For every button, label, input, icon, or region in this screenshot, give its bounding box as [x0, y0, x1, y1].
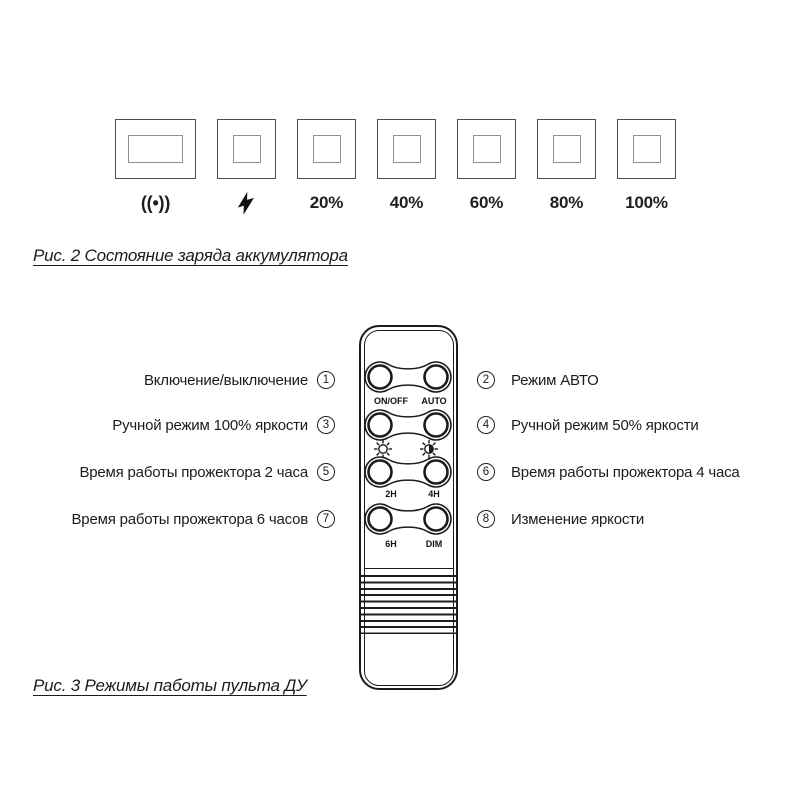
- button-pair-6h-dim: [364, 503, 452, 535]
- display-box-inner: [312, 135, 341, 163]
- callout-label: Ручной режим 50% яркости: [511, 416, 699, 434]
- display-box-inner: [232, 135, 261, 163]
- remote-control: ON/OFF AUTO: [359, 325, 458, 690]
- remote-body-outline: [363, 329, 454, 686]
- sun-50-icon: [420, 440, 438, 458]
- callout-number: 8: [477, 510, 495, 528]
- callout-number: 7: [317, 510, 335, 528]
- battery-cell-signal: ((•)): [115, 119, 196, 215]
- battery-cell-100: 100%: [617, 119, 676, 215]
- battery-cell-60: 60%: [457, 119, 516, 215]
- figure3-caption: Рис. 3 Режимы паботы пульта ДУ: [33, 676, 307, 695]
- display-box: [297, 119, 356, 179]
- callout-row: Время работы прожектора 2 часа 5: [0, 462, 335, 482]
- callout-number: 3: [317, 416, 335, 434]
- percent-label: 100%: [625, 193, 668, 212]
- callout-number: 2: [477, 371, 495, 389]
- figure2-caption: Рис. 2 Состояние заряда аккумулятора: [33, 246, 348, 265]
- button-pair-onoff-auto: [364, 361, 452, 393]
- callout-label: Включение/выключение: [143, 371, 308, 389]
- percent-label: 60%: [469, 193, 504, 212]
- callout-row: Включение/выключение 1: [0, 370, 335, 390]
- panel-divider: [364, 568, 453, 569]
- battery-cell-80: 80%: [537, 119, 596, 215]
- display-box: [457, 119, 516, 179]
- callout-number: 5: [317, 463, 335, 481]
- callout-number: 1: [317, 371, 335, 389]
- callout-row: Время работы прожектора 6 часов 7: [0, 509, 335, 529]
- callout-number: 4: [477, 416, 495, 434]
- percent-label: 40%: [389, 193, 424, 212]
- battery-cell-charging: [217, 119, 276, 215]
- callout-label: Время работы прожектора 4 часа: [511, 463, 740, 481]
- onoff-button-label: ON/OFF: [374, 396, 408, 406]
- callout-row: 2 Режим АВТО: [477, 370, 599, 390]
- signal-icon: ((•)): [140, 192, 171, 213]
- display-box: [217, 119, 276, 179]
- display-box: [377, 119, 436, 179]
- callout-label: Время работы прожектора 2 часа: [79, 463, 308, 481]
- auto-button-label: AUTO: [421, 396, 447, 406]
- battery-cell-40: 40%: [377, 119, 436, 215]
- 6h-button-label: 6H: [385, 539, 397, 549]
- remote-grip-ribs: [361, 575, 456, 634]
- battery-cell-20: 20%: [297, 119, 356, 215]
- callout-row: 4 Ручной режим 50% яркости: [477, 415, 699, 435]
- callout-row: 8 Изменение яркости: [477, 509, 644, 529]
- callout-label: Режим АВТО: [511, 371, 599, 389]
- callout-number: 6: [477, 463, 495, 481]
- display-box-inner: [128, 135, 183, 163]
- button-pair-2h-4h: [364, 456, 452, 488]
- callout-label: Ручной режим 100% яркости: [112, 416, 308, 434]
- display-box-inner: [632, 135, 661, 163]
- display-box-inner: [392, 135, 421, 163]
- 2h-button-label: 2H: [385, 489, 397, 499]
- display-box: [115, 119, 196, 179]
- lightning-icon: [237, 191, 256, 215]
- display-box-inner: [552, 135, 581, 163]
- display-box-inner: [472, 135, 501, 163]
- percent-label: 80%: [549, 193, 584, 212]
- callout-label: Изменение яркости: [511, 510, 644, 528]
- 4h-button-label: 4H: [428, 489, 440, 499]
- percent-label: 20%: [309, 193, 344, 212]
- callout-row: 6 Время работы прожектора 4 часа: [477, 462, 740, 482]
- button-pair-brightness: [364, 409, 452, 441]
- dim-button-label: DIM: [425, 539, 443, 549]
- callout-row: Ручной режим 100% яркости 3: [0, 415, 335, 435]
- battery-state-row: ((•)) 20% 40% 60% 80% 100%: [115, 119, 676, 215]
- display-box: [617, 119, 676, 179]
- callout-label: Время работы прожектора 6 часов: [71, 510, 309, 528]
- display-box: [537, 119, 596, 179]
